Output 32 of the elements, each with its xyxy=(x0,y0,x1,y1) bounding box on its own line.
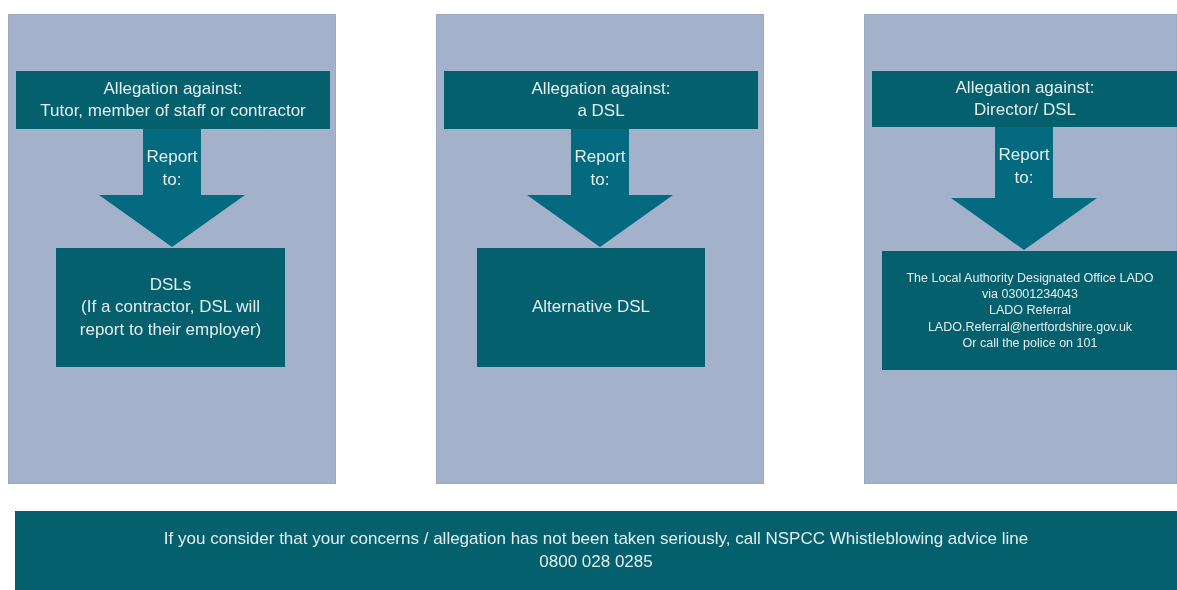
flow-box xyxy=(444,71,758,129)
block-arrow xyxy=(99,128,245,247)
flow-box xyxy=(477,248,705,367)
flow-box xyxy=(15,511,1177,590)
body-text: Or call the police on 101 xyxy=(962,334,1098,352)
body-text: (If a contractor, DSL will report to their employer) xyxy=(78,296,263,341)
panel-background xyxy=(436,14,764,484)
heading-text: Allegation against: xyxy=(103,77,243,100)
flow-box xyxy=(16,71,330,129)
body-text: 0800 028 0285 xyxy=(539,550,653,573)
edge-label: Report to: xyxy=(145,146,199,191)
body-text: Director/ DSL xyxy=(974,99,1076,121)
body-text: a DSL xyxy=(577,100,625,122)
flow-box xyxy=(56,248,285,367)
panel-background xyxy=(8,14,336,484)
heading-text: If you consider that your concerns / allegation has not been taken seriously, call NSPCC Whistleblowing advice line xyxy=(163,528,1029,551)
body-text: Alternative DSL xyxy=(531,296,651,319)
body-text: via 03001234043 xyxy=(982,286,1078,303)
heading-text: DSLs xyxy=(149,274,192,297)
panel-background xyxy=(864,14,1177,484)
edge-label: Report to: xyxy=(573,146,627,191)
block-arrow xyxy=(527,128,673,247)
heading-text: Allegation against: xyxy=(531,77,671,100)
flow-box xyxy=(882,251,1177,370)
flow-box xyxy=(872,71,1177,127)
heading-text: Allegation against: xyxy=(955,76,1095,99)
body-text: The Local Authority Designated Office LADO xyxy=(906,269,1154,287)
edge-label: Report to: xyxy=(997,144,1051,189)
body-text: LADO Referral xyxy=(989,302,1071,319)
body-text: Tutor, member of staff or contractor xyxy=(40,100,306,122)
body-text: LADO.Referral@hertfordshire.gov.uk xyxy=(927,318,1133,335)
block-arrow xyxy=(951,126,1097,250)
